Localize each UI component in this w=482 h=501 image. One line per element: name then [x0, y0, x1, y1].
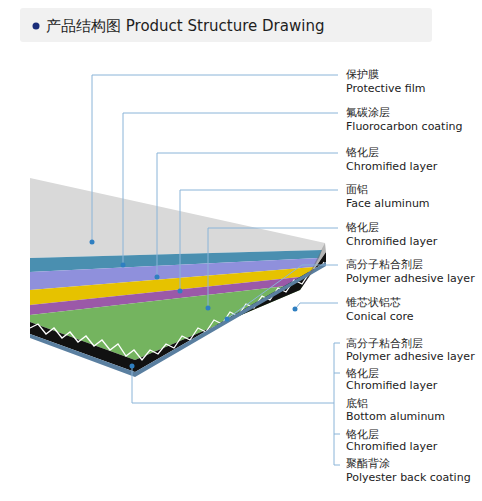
layer-label: 保护膜 [346, 68, 379, 81]
layer-label: 铬化层 [346, 221, 379, 234]
layer-label: Polymer adhesive layer [346, 350, 475, 363]
layer-label: 面铝 [346, 183, 368, 196]
layer-label: 铬化层 [346, 367, 379, 380]
layer-label: 聚酯背涂 [346, 457, 390, 470]
title-bar [20, 8, 432, 42]
layer-label: 高分子粘合剂层 [346, 337, 423, 350]
layer-label: Fluorocarbon coating [346, 120, 462, 133]
layer-label: 铬化层 [346, 428, 379, 441]
title-bullet [33, 23, 40, 30]
layer-label: Bottom aluminum [346, 410, 445, 423]
layer-label: 锥芯状铝芯 [346, 296, 401, 309]
layer-label: Chromified layer [346, 160, 437, 173]
layer-label: Protective film [346, 82, 425, 95]
layer-label: 铬化层 [346, 146, 379, 159]
leader-lines [92, 75, 340, 465]
diagram-title: 产品结构图 Product Structure Drawing [46, 17, 324, 35]
layer-label: 高分子粘合剂层 [346, 258, 423, 271]
leader-dots [90, 240, 298, 369]
layer-label: Chromified layer [346, 235, 437, 248]
layer-label: Polyester back coating [346, 471, 471, 484]
layer-label: 底铝 [346, 397, 368, 410]
layer-label: Chromified layer [346, 440, 437, 453]
panel-layers [30, 178, 326, 377]
layer-label: Chromified layer [346, 379, 437, 392]
layer-label: Face aluminum [346, 197, 430, 210]
layer-label: Polymer adhesive layer [346, 272, 475, 285]
layer-label: Conical core [346, 310, 414, 323]
layer-label: 氟碳涂层 [346, 106, 390, 119]
